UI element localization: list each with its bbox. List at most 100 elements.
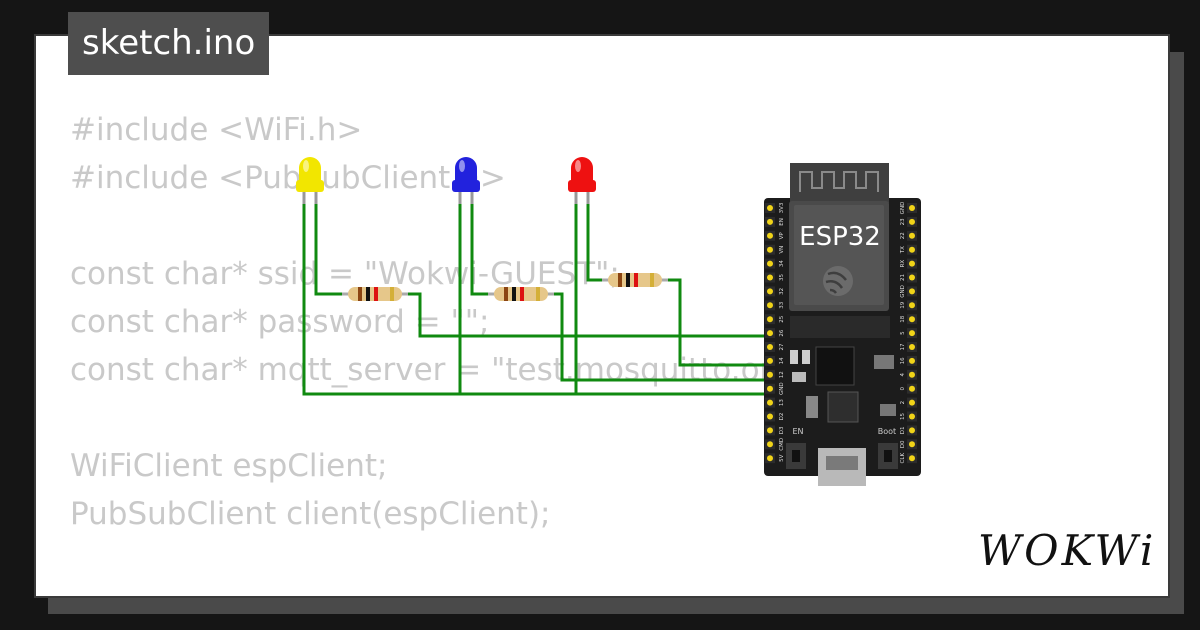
resistor-band (626, 273, 630, 287)
wire[interactable] (404, 292, 912, 338)
pin-RX[interactable] (909, 260, 915, 267)
pin-label: D2 (779, 413, 785, 421)
pin-label: 15 (900, 413, 906, 420)
pin-12[interactable] (767, 371, 773, 378)
resistor-band (520, 287, 524, 301)
pin-label: 17 (900, 343, 906, 350)
pin-GND[interactable] (909, 205, 915, 211)
pin-label: 14 (779, 357, 785, 364)
pin-35[interactable] (767, 274, 773, 281)
pin-15[interactable] (909, 413, 915, 420)
pin-label: 22 (900, 232, 906, 239)
pin-VN[interactable] (767, 246, 773, 253)
pin-label: VN (779, 246, 785, 254)
pin-18[interactable] (909, 316, 915, 323)
pin-label: D1 (900, 427, 906, 435)
pin-EN[interactable] (767, 218, 773, 225)
capacitor-1 (874, 355, 894, 369)
pin-D3[interactable] (767, 427, 773, 434)
resistor[interactable] (488, 287, 554, 301)
pin-TX[interactable] (909, 246, 915, 253)
pin-GND[interactable] (767, 385, 773, 392)
pin-label: 25 (779, 315, 785, 322)
code-listing: #include <WiFi.h>#include <PubSubClient.… (70, 106, 953, 596)
wire[interactable] (314, 200, 346, 296)
pin-14[interactable] (767, 357, 773, 364)
wire[interactable] (302, 200, 770, 396)
resistor[interactable] (602, 273, 668, 287)
resistor-band (390, 287, 394, 301)
code-line: const char* mqtt_server = "test.mosquitt… (70, 352, 817, 388)
red-led[interactable] (568, 157, 596, 204)
antenna-module (790, 163, 889, 203)
wire[interactable] (470, 200, 492, 296)
pin-D2[interactable] (767, 413, 773, 420)
pin-D1[interactable] (909, 427, 915, 434)
file-tab[interactable]: sketch.ino (68, 12, 270, 75)
chip-label: ESP32 (799, 222, 881, 252)
pin-label: RX (900, 260, 906, 268)
pin-5[interactable] (909, 330, 915, 337)
wires (302, 200, 912, 396)
pin-label: 5V (779, 454, 785, 461)
pin-5V[interactable] (767, 455, 773, 462)
blue-led[interactable] (452, 157, 480, 204)
pin-label: 26 (779, 329, 785, 336)
pin-4[interactable] (909, 371, 915, 378)
pin-13[interactable] (767, 399, 773, 406)
pin-17[interactable] (909, 344, 915, 350)
led-highlight (575, 160, 581, 172)
yellow-led[interactable] (296, 157, 324, 204)
pin-26[interactable] (767, 330, 773, 337)
pin-D0[interactable] (909, 441, 915, 448)
pin-CLK[interactable] (909, 455, 915, 462)
pin-label: GND (900, 202, 906, 215)
pin-34[interactable] (767, 260, 773, 267)
pin-label: 16 (900, 357, 906, 364)
preview-card: #include <WiFi.h>#include <PubSubClient.… (34, 34, 1170, 598)
pin-0[interactable] (909, 385, 915, 392)
resistor-band (650, 273, 654, 287)
pin-GND[interactable] (909, 288, 915, 295)
pin-label: CMD (779, 438, 785, 451)
led-dome (571, 157, 593, 182)
smd-3 (792, 372, 806, 382)
pin-16[interactable] (909, 357, 915, 364)
resistor-band (366, 287, 370, 301)
usb-serial-chip (827, 391, 859, 423)
code-line: const int ledPins[] = {16, 4, 5}; // GPI… (70, 586, 953, 596)
pin-27[interactable] (767, 344, 773, 350)
smd-2 (802, 350, 810, 364)
pin-label: 35 (779, 274, 785, 281)
resistor-band (504, 287, 508, 301)
pin-23[interactable] (909, 218, 915, 225)
resistors (342, 273, 668, 301)
pin-CMD[interactable] (767, 441, 773, 448)
pin-label: 27 (779, 343, 785, 350)
espressif-logo-mark (825, 271, 847, 294)
pin-2[interactable] (909, 399, 915, 406)
en-label: EN (792, 427, 803, 436)
antenna-trace-icon (799, 171, 879, 192)
resistor[interactable] (342, 287, 408, 301)
pin-22[interactable] (909, 232, 915, 239)
voltage-regulator (815, 346, 855, 386)
pin-label: 34 (779, 260, 785, 267)
pin-VP[interactable] (767, 232, 773, 239)
pin-label: D0 (900, 440, 906, 448)
led-dome (455, 157, 477, 182)
pin-33[interactable] (767, 302, 773, 309)
pin-label: 2 (900, 401, 906, 405)
wire[interactable] (548, 292, 912, 382)
pin-32[interactable] (767, 288, 773, 295)
pin-25[interactable] (767, 316, 773, 323)
pin-3V3[interactable] (767, 205, 773, 211)
pin-21[interactable] (909, 274, 915, 281)
pin-19[interactable] (909, 302, 915, 309)
led-dome (299, 157, 321, 182)
code-line: const char* password = ""; (70, 304, 490, 340)
resistor-band (374, 287, 378, 301)
pin-label: 23 (900, 218, 906, 225)
wire[interactable] (586, 200, 606, 282)
led-highlight (459, 160, 465, 172)
